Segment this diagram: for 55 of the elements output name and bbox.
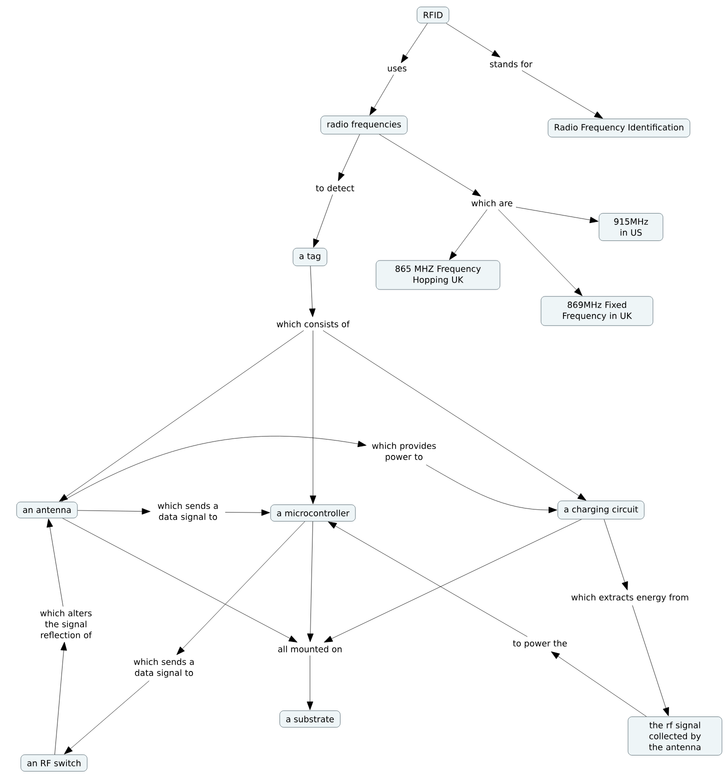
linking-phrase: which extracts energy from bbox=[571, 594, 688, 602]
linking-phrase: all mounted on bbox=[278, 646, 342, 652]
linking-phrase: which provides power to bbox=[372, 442, 436, 462]
arrow bbox=[309, 266, 316, 318]
arrow bbox=[176, 521, 306, 655]
linking-phrase: stands for bbox=[490, 60, 532, 68]
linking-phrase: which alters the signal reflection of bbox=[40, 610, 92, 638]
concept-box: a microcontroller bbox=[270, 504, 356, 522]
arrow bbox=[310, 330, 316, 504]
linking-phrase: uses bbox=[388, 66, 406, 72]
arrow bbox=[46, 518, 64, 607]
arrow bbox=[62, 518, 298, 642]
linking-phrase: which sends a data signal to bbox=[134, 658, 194, 678]
linking-phrase: to power the bbox=[512, 640, 567, 648]
linking-phrase: to detect bbox=[316, 184, 354, 192]
concept-box: an antenna bbox=[16, 502, 78, 518]
concept-box: a substrate bbox=[280, 710, 340, 728]
arrow bbox=[328, 522, 528, 637]
concept-box: the rf signal collected by the antenna bbox=[628, 716, 722, 756]
arrow bbox=[516, 206, 598, 224]
arrow bbox=[498, 209, 582, 296]
concept-box: an RF switch bbox=[20, 754, 88, 772]
linking-phrase: which consists of bbox=[276, 320, 350, 328]
arrow bbox=[426, 464, 558, 514]
arrow bbox=[54, 642, 67, 755]
arrow bbox=[370, 74, 394, 116]
concept-box: Radio Frequency Identification bbox=[548, 118, 690, 138]
arrow bbox=[61, 436, 366, 502]
arrow bbox=[322, 330, 586, 501]
concept-box: a tag bbox=[292, 248, 328, 266]
concept-box: 915MHz in US bbox=[598, 213, 664, 241]
arrow bbox=[306, 655, 314, 710]
arrow bbox=[632, 605, 669, 716]
arrow bbox=[324, 519, 582, 642]
concept-box: radio frequencies bbox=[320, 116, 408, 134]
arrow bbox=[64, 680, 150, 754]
concept-box: 869MHz Fixed Frequency in UK bbox=[540, 296, 654, 326]
arrow bbox=[551, 651, 647, 717]
arrow bbox=[313, 194, 333, 248]
concept-box: 865 MHZ Frequency Hopping UK bbox=[376, 260, 500, 290]
arrow bbox=[307, 521, 314, 642]
arrow bbox=[400, 23, 428, 64]
arrow bbox=[59, 330, 304, 502]
concept-box: a charging circuit bbox=[558, 500, 644, 520]
arrow bbox=[77, 508, 150, 515]
arrow bbox=[224, 509, 270, 516]
arrow bbox=[379, 134, 482, 196]
arrow bbox=[604, 519, 628, 590]
linking-phrase: which are bbox=[472, 200, 512, 206]
linking-phrase: which sends a data signal to bbox=[158, 502, 218, 522]
arrow bbox=[449, 209, 488, 260]
concept-box: RFID bbox=[416, 6, 450, 24]
arrow bbox=[446, 23, 500, 58]
arrow bbox=[522, 70, 603, 119]
arrow bbox=[338, 134, 360, 182]
